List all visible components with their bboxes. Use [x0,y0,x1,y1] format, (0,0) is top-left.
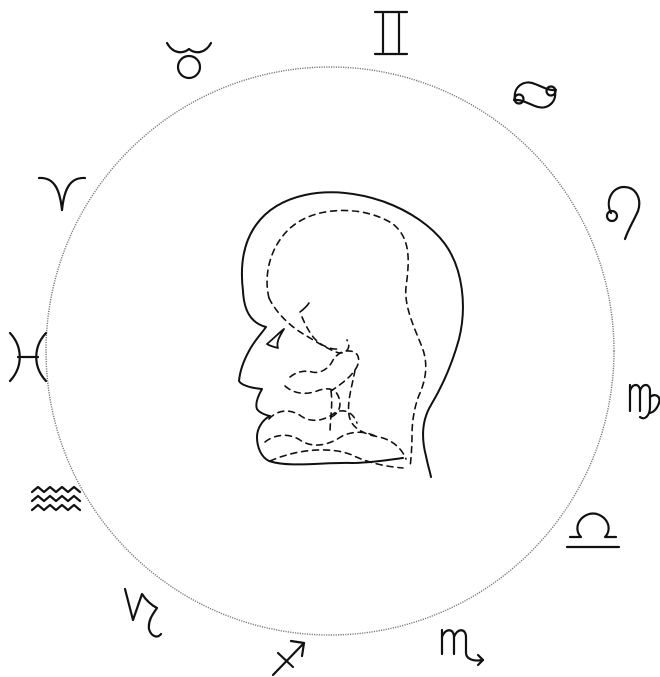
sagittarius-icon [273,641,304,675]
head-profile [239,192,463,477]
aries-icon [39,178,85,210]
capricorn-icon [125,589,161,636]
aquarius-icon [32,487,80,510]
leo-icon [607,187,639,239]
zodiac-ring [46,67,614,635]
cancer-icon [514,82,556,107]
virgo-icon [630,385,659,418]
taurus-icon [167,43,211,78]
pisces-icon [10,333,46,381]
scorpio-icon [442,630,483,665]
libra-icon [567,514,619,548]
gemini-icon [375,12,407,54]
